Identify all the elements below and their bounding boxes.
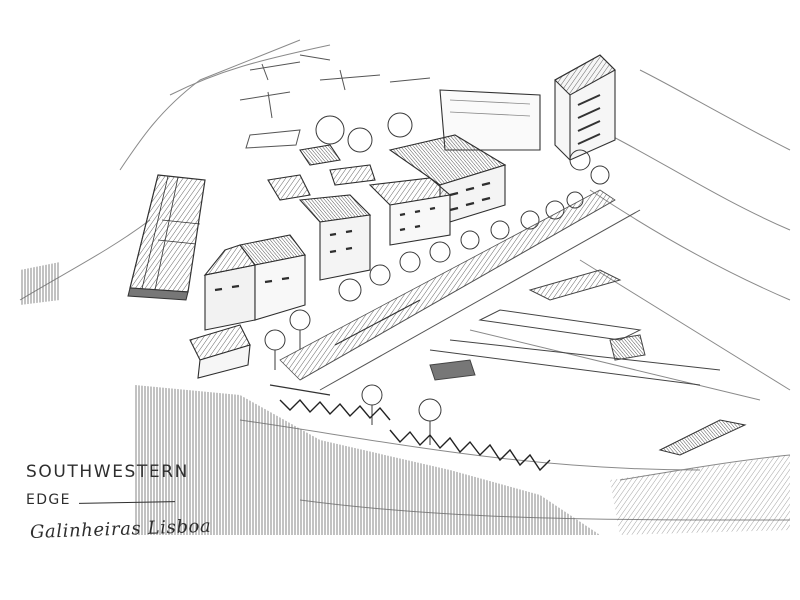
underline-rule — [78, 500, 175, 504]
tower-block-top-right — [439, 54, 616, 161]
zigzag-fence — [279, 398, 551, 472]
scribbles-top-left — [239, 54, 431, 149]
grass-field — [20, 262, 600, 535]
housing-cluster — [189, 134, 507, 379]
caption-subtitle: EDGE — [26, 492, 175, 508]
shore-hatching — [610, 455, 790, 535]
caption-title: SOUTHWESTERN — [26, 462, 189, 482]
boulevard — [269, 189, 641, 396]
slab-building-left — [127, 174, 206, 301]
waterfront-structures — [429, 269, 747, 456]
tree-row — [264, 112, 610, 445]
caption-subtitle-text: EDGE — [26, 492, 71, 508]
